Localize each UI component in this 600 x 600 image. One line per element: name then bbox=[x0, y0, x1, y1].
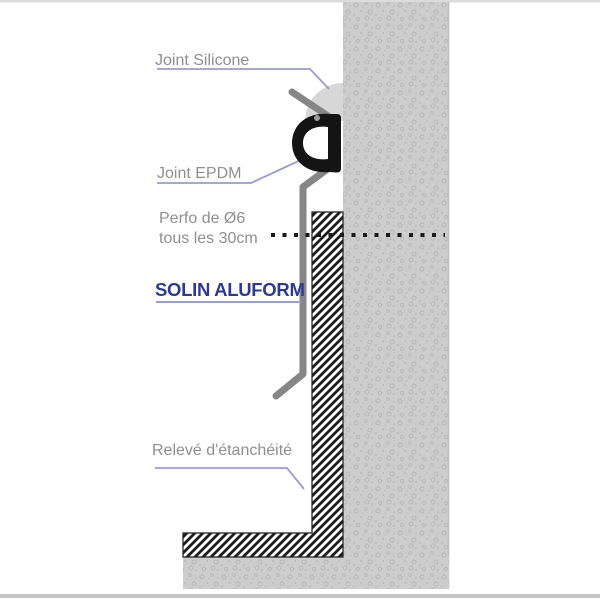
label-releve-etancheite: Relevé d'étanchéité bbox=[152, 442, 293, 459]
label-perfo-line2: tous les 30cm bbox=[159, 230, 258, 247]
leader-joint-epdm bbox=[157, 158, 304, 184]
rivet-dot bbox=[314, 115, 320, 121]
concrete-floor bbox=[183, 557, 449, 589]
waterproofing-membrane-hatch bbox=[182, 211, 344, 558]
leader-releve-etancheite bbox=[155, 467, 305, 490]
label-joint-silicone: Joint Silicone bbox=[155, 52, 250, 69]
silicone-bead bbox=[305, 83, 343, 121]
frame-bottom-border bbox=[0, 594, 600, 598]
label-perfo: Perfo de Ø6 tous les 30cm bbox=[159, 209, 258, 249]
label-solin-aluform: SOLIN ALUFORM bbox=[155, 279, 305, 300]
concrete-wall bbox=[343, 2, 449, 589]
label-joint-epdm: Joint EPDM bbox=[157, 165, 242, 182]
label-perfo-line1: Perfo de Ø6 bbox=[159, 210, 246, 227]
epdm-gasket bbox=[292, 113, 341, 173]
frame-top-border bbox=[0, 0, 600, 3]
leader-joint-silicone bbox=[157, 68, 330, 90]
